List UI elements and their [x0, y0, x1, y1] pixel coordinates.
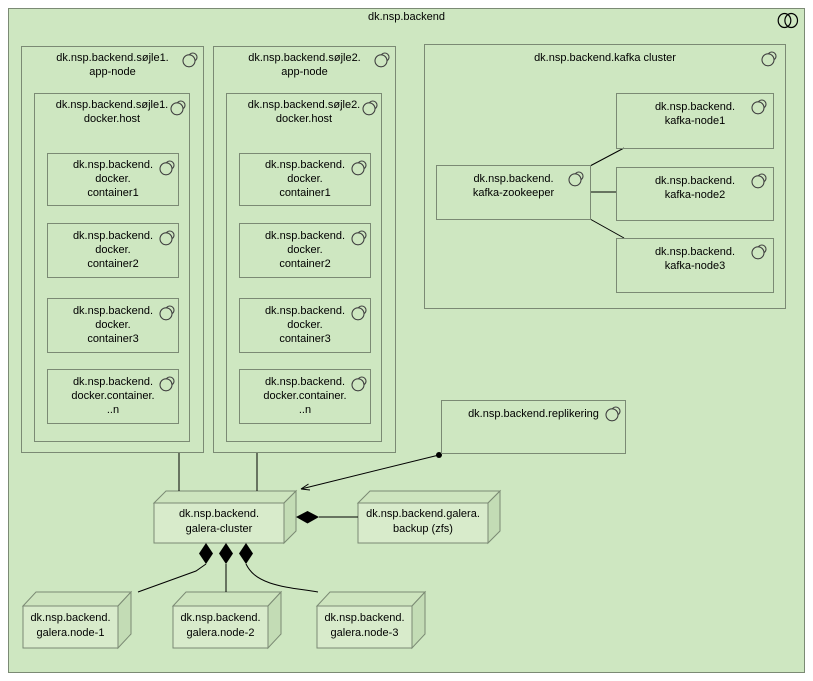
node-galera-node3-label: dk.nsp.backend. galera.node-3	[324, 612, 405, 639]
node-galera-cluster-label: dk.nsp.backend. galera-cluster	[178, 508, 260, 535]
node-icon	[374, 52, 390, 68]
node-soejle1-docker-container1[interactable]: dk.nsp.backend. docker. container1	[47, 153, 179, 206]
node-title: dk.nsp.backend.kafka cluster	[534, 52, 676, 64]
node-title: dk.nsp.backend. docker. container2	[264, 230, 346, 270]
node-soejle1-docker-host[interactable]: dk.nsp.backend.søjle1. docker.host	[34, 93, 190, 442]
node-replikering[interactable]: dk.nsp.backend.replikering	[441, 400, 626, 454]
node-title: dk.nsp.backend. docker.container. ..n	[71, 376, 155, 416]
node-title: dk.nsp.backend. kafka-node2	[654, 175, 736, 201]
node-icon	[351, 305, 367, 321]
node-soejle1-app-node[interactable]: dk.nsp.backend.søjle1. app-node	[21, 46, 204, 453]
node-icon	[362, 100, 378, 116]
node-soejle2-app-node[interactable]: dk.nsp.backend.søjle2. app-node	[213, 46, 396, 453]
node-title: dk.nsp.backend. kafka-zookeeper	[472, 173, 555, 199]
node-title: dk.nsp.backend.søjle2. app-node	[248, 52, 361, 78]
node-icon	[751, 173, 767, 189]
frame-title: dk.nsp.backend	[367, 11, 446, 23]
node-icon	[182, 52, 198, 68]
node-icon	[751, 99, 767, 115]
node-soejle1-docker-container2[interactable]: dk.nsp.backend. docker. container2	[47, 223, 179, 278]
node-title: dk.nsp.backend. kafka-node1	[654, 101, 736, 127]
node-icon	[568, 171, 584, 187]
node-icon	[351, 230, 367, 246]
node-icon	[605, 406, 621, 422]
node-kafka-zookeeper[interactable]: dk.nsp.backend. kafka-zookeeper	[436, 165, 591, 220]
node-kafka-cluster[interactable]: dk.nsp.backend.kafka cluster	[424, 44, 786, 309]
node-soejle2-docker-container1[interactable]: dk.nsp.backend. docker. container1	[239, 153, 371, 206]
node-title: dk.nsp.backend. docker. container3	[72, 305, 154, 345]
node-soejle2-docker-host[interactable]: dk.nsp.backend.søjle2. docker.host	[226, 93, 382, 442]
node-icon	[351, 160, 367, 176]
node-title: dk.nsp.backend.replikering	[468, 408, 599, 420]
node-title: dk.nsp.backend. docker. container3	[264, 305, 346, 345]
node-title: dk.nsp.backend. docker. container1	[72, 159, 154, 199]
node-soejle2-docker-container2[interactable]: dk.nsp.backend. docker. container2	[239, 223, 371, 278]
node-title: dk.nsp.backend. docker.container. ..n	[263, 376, 347, 416]
node-soejle2-docker-container-n[interactable]: dk.nsp.backend. docker.container. ..n	[239, 369, 371, 424]
node-kafka-node3[interactable]: dk.nsp.backend. kafka-node3	[616, 238, 774, 293]
node-title: dk.nsp.backend.søjle1. app-node	[56, 52, 169, 78]
node-kafka-node2[interactable]: dk.nsp.backend. kafka-node2	[616, 167, 774, 221]
node-title: dk.nsp.backend. kafka-node3	[654, 246, 736, 272]
node-soejle1-docker-container3[interactable]: dk.nsp.backend. docker. container3	[47, 298, 179, 353]
node-galera-node2-label: dk.nsp.backend. galera.node-2	[180, 612, 261, 639]
node-icon	[159, 160, 175, 176]
node-icon	[159, 376, 175, 392]
node-title: dk.nsp.backend.søjle2. docker.host	[247, 99, 361, 125]
node-soejle1-docker-container-n[interactable]: dk.nsp.backend. docker.container. ..n	[47, 369, 179, 424]
node-icon	[159, 230, 175, 246]
node-title: dk.nsp.backend.søjle1. docker.host	[55, 99, 169, 125]
node-kafka-node1[interactable]: dk.nsp.backend. kafka-node1	[616, 93, 774, 149]
frame-dk-nsp-backend[interactable]	[8, 8, 805, 673]
node-icon	[751, 244, 767, 260]
node-galera-backup-label: dk.nsp.backend.galera. backup (zfs)	[366, 508, 480, 535]
node-title: dk.nsp.backend. docker. container1	[264, 159, 346, 199]
node-icon	[170, 100, 186, 116]
node-title: dk.nsp.backend. docker. container2	[72, 230, 154, 270]
overlapping-ellipses-icon	[777, 12, 799, 29]
node-galera-node1-label: dk.nsp.backend. galera.node-1	[30, 612, 111, 639]
node-icon	[761, 51, 777, 67]
node-icon	[351, 376, 367, 392]
node-icon	[159, 305, 175, 321]
node-soejle2-docker-container3[interactable]: dk.nsp.backend. docker. container3	[239, 298, 371, 353]
